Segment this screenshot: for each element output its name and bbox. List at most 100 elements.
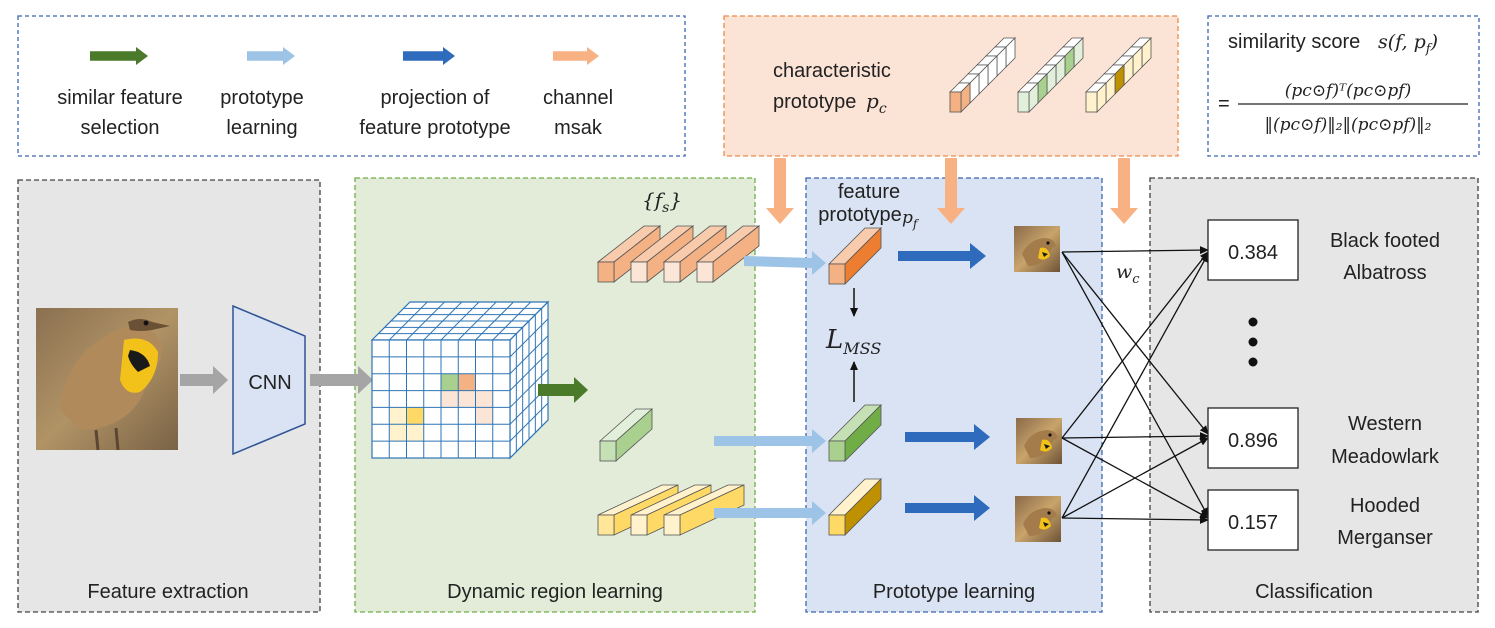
feature-prototype-label-1: feature xyxy=(838,181,900,203)
loss-label: LMSS xyxy=(825,325,881,358)
arrow-image-to-cnn xyxy=(180,366,228,394)
legend-label-prototype-2: learning xyxy=(226,117,297,139)
similarity-equals: = xyxy=(1218,93,1230,115)
score-value-3: 0.157 xyxy=(1228,512,1278,534)
cnn-label: CNN xyxy=(248,372,291,394)
stage-label-dynamic-region: Dynamic region learning xyxy=(447,581,663,603)
fs-vector-1 xyxy=(596,225,662,283)
bird-input-image xyxy=(36,308,178,451)
yellow-selected-vector-3 xyxy=(663,484,745,536)
conn-3-3 xyxy=(1061,515,1209,524)
selected-feature-vectors xyxy=(596,225,761,536)
legend-panel: similar feature selection prototype lear… xyxy=(17,15,686,157)
channel-mask-arrows xyxy=(766,158,1138,224)
conn-1-3 xyxy=(1061,251,1209,517)
fs-vector-4 xyxy=(695,225,761,283)
score-box-3 xyxy=(1207,489,1299,551)
prototype-vectors xyxy=(828,227,882,536)
arrow-projection-3 xyxy=(905,495,990,521)
prototype-vector-yellow xyxy=(828,478,882,536)
fs-label: {fs} xyxy=(642,188,682,216)
legend-arrow-lightblue xyxy=(247,47,295,65)
cube-highlight-cell xyxy=(389,424,407,442)
similarity-numerator: (pc⊙f)ᵀ(pc⊙pf) xyxy=(1285,81,1411,101)
prototype-vector-green xyxy=(828,404,882,462)
characteristic-label-1: characteristic xyxy=(773,60,891,82)
class-name-3b: Merganser xyxy=(1337,527,1433,549)
cube-highlight-cell xyxy=(406,424,424,442)
arrow-projection-2 xyxy=(905,424,990,450)
score-box-2 xyxy=(1207,407,1299,469)
weight-label: wc xyxy=(1116,261,1140,287)
legend-label-channel-2: msak xyxy=(554,117,603,139)
ellipsis-dot-3 xyxy=(1248,357,1258,367)
projected-bird-thumb-1 xyxy=(1014,226,1060,272)
conn-3-2 xyxy=(1061,437,1209,519)
conn-2-2 xyxy=(1061,432,1209,441)
mask-arrow-3 xyxy=(1110,158,1138,224)
cube-highlight-cell xyxy=(475,407,493,425)
cube-highlight-cell xyxy=(441,373,459,391)
conn-2-1 xyxy=(1061,251,1209,439)
arrow-similar-selection xyxy=(538,377,588,403)
characteristic-label-2: prototype xyxy=(773,91,856,113)
score-value-2: 0.896 xyxy=(1228,430,1278,452)
cube-highlight-cell xyxy=(475,390,493,408)
legend-label-similar-2: selection xyxy=(81,117,160,139)
prototype-vector-orange xyxy=(828,227,882,285)
arrow-projection-1 xyxy=(898,243,986,269)
conn-3-1 xyxy=(1061,253,1209,519)
similarity-denominator: ‖(pc⊙f)‖₂‖(pc⊙pf)‖₂ xyxy=(1265,115,1432,135)
cube-highlight-cell xyxy=(406,407,424,425)
legend-label-projection-1: projection of xyxy=(381,87,490,109)
characteristic-symbol: pc xyxy=(866,89,887,117)
feature-volume-cube xyxy=(370,300,550,460)
legend-arrow-orange xyxy=(553,47,599,65)
stage-label-classification: Classification xyxy=(1255,581,1373,603)
class-name-1a: Black footed xyxy=(1330,230,1440,252)
arrow-proto-learn-1 xyxy=(744,251,826,275)
conn-1-1 xyxy=(1061,246,1209,255)
cube-highlight-cell xyxy=(441,390,459,408)
green-selected-vector xyxy=(598,408,654,462)
conn-1-2 xyxy=(1061,251,1209,435)
ellipsis-dot-1 xyxy=(1248,317,1258,327)
classifier-connections xyxy=(1061,246,1209,524)
score-box-1 xyxy=(1207,219,1299,281)
class-name-1b: Albatross xyxy=(1343,262,1426,284)
channel-vector-green xyxy=(1017,37,1084,113)
cube-highlight-cell xyxy=(389,407,407,425)
legend-arrow-green xyxy=(90,47,148,65)
cube-highlight-cell xyxy=(458,373,476,391)
projected-bird-thumb-2 xyxy=(1016,418,1062,464)
stage-label-feature-extraction: Feature extraction xyxy=(87,581,248,603)
feature-prototype-label-2: prototype xyxy=(818,204,901,226)
fs-vector-2 xyxy=(629,225,695,283)
class-name-2b: Meadowlark xyxy=(1331,446,1440,468)
legend-label-channel-1: channel xyxy=(543,87,613,109)
projected-bird-thumb-3 xyxy=(1015,496,1061,542)
stage-label-prototype-learning: Prototype learning xyxy=(873,581,1035,603)
cnn-block xyxy=(232,304,306,456)
similarity-title: similarity score xyxy=(1228,31,1360,53)
mask-arrow-1 xyxy=(766,158,794,224)
similarity-panel-border xyxy=(1207,15,1480,157)
cube-highlight-cell xyxy=(458,390,476,408)
similarity-score-panel: similarity score s(f, pf) = (pc⊙f)ᵀ(pc⊙p… xyxy=(1207,15,1480,157)
ellipsis-dot-2 xyxy=(1248,337,1258,347)
legend-label-similar-1: similar feature xyxy=(57,87,183,109)
mask-arrow-2 xyxy=(937,158,965,224)
arrow-proto-learn-2 xyxy=(714,429,826,453)
legend-label-projection-2: feature prototype xyxy=(359,117,510,139)
legend-label-prototype-1: prototype xyxy=(220,87,303,109)
channel-vector-orange xyxy=(949,37,1016,113)
class-name-2a: Western xyxy=(1348,413,1422,435)
similarity-symbol: s(f, pf) xyxy=(1378,31,1438,57)
feature-prototype-symbol: pf xyxy=(902,208,920,231)
legend-border xyxy=(17,15,686,157)
class-name-3a: Hooded xyxy=(1350,495,1420,517)
channel-vector-yellow xyxy=(1085,37,1152,113)
score-value-1: 0.384 xyxy=(1228,242,1278,264)
